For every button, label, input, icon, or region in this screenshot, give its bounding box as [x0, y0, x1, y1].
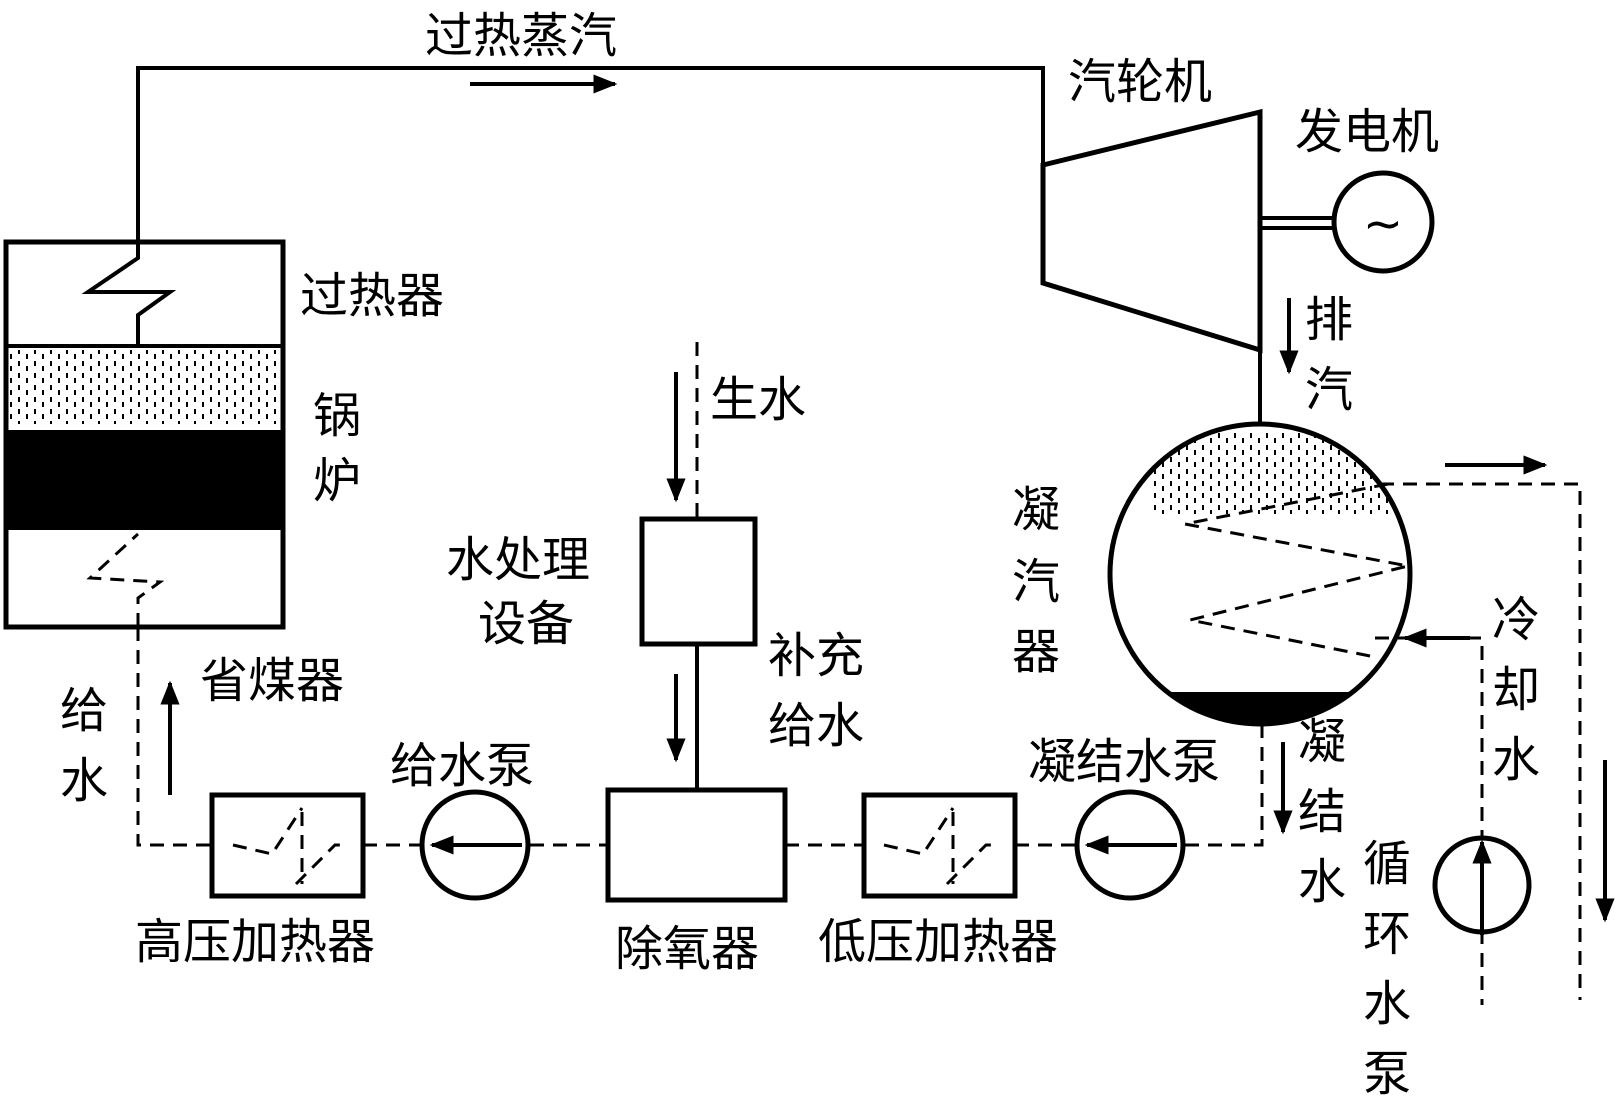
label-economizer: 省煤器: [200, 653, 344, 709]
label-circ-pump-3: 水: [1363, 976, 1411, 1032]
label-makeup-1: 补充: [768, 628, 864, 684]
turbine: [1040, 108, 1263, 354]
label-turbine: 汽轮机: [1068, 54, 1212, 110]
label-condenser-2: 汽: [1012, 554, 1060, 610]
label-condensate-3: 水: [1298, 854, 1346, 910]
label-water-treatment-2: 设备: [478, 596, 574, 652]
label-condenser-1: 凝: [1012, 482, 1060, 538]
label-circ-pump-1: 循: [1363, 836, 1411, 892]
condensate-line: [1183, 724, 1264, 847]
feedwater-line-left: [136, 627, 212, 847]
label-exhaust-2: 汽: [1305, 362, 1353, 418]
economizer-coil: [86, 532, 165, 627]
label-condensate-2: 结: [1298, 784, 1346, 840]
furnace-flame-zone: [8, 350, 281, 424]
generator: [1331, 170, 1435, 274]
label-feed-water-pump: 给水泵: [390, 738, 534, 794]
label-cooling-3: 水: [1492, 732, 1540, 788]
label-generator: 发电机: [1295, 104, 1439, 160]
label-hp-heater: 高压加热器: [135, 914, 375, 970]
condenser-tube-coil: [1184, 482, 1409, 659]
furnace-black-zone: [6, 430, 283, 530]
label-feedwater-2: 水: [60, 753, 108, 809]
label-condensate-pump: 凝结水泵: [1028, 734, 1220, 790]
label-condenser-3: 器: [1012, 624, 1060, 680]
label-boiler-1: 锅: [313, 388, 361, 444]
label-superheater: 过热器: [300, 268, 444, 324]
label-makeup-2: 给水: [768, 698, 864, 754]
label-raw-water: 生水: [710, 372, 806, 428]
water-treatment-equipment: [639, 516, 758, 647]
label-feedwater-1: 给: [60, 683, 108, 739]
label-lp-heater: 低压加热器: [818, 914, 1058, 970]
label-superheated-steam: 过热蒸汽: [425, 8, 617, 64]
label-cooling-2: 却: [1492, 662, 1540, 718]
superheater-coil: [81, 242, 177, 346]
label-condensate-1: 凝: [1298, 714, 1346, 770]
label-exhaust-1: 排: [1305, 292, 1353, 348]
generator-symbol: ~: [1363, 196, 1403, 252]
superheated-steam-line: [136, 66, 1045, 242]
boiler: [3, 239, 286, 630]
label-boiler-2: 炉: [313, 453, 361, 509]
label-water-treatment-1: 水处理: [446, 532, 590, 588]
label-cooling-1: 冷: [1492, 592, 1540, 648]
label-circ-pump-2: 环: [1363, 906, 1411, 962]
cooling-water-in-line: [1375, 636, 1484, 838]
label-circ-pump-4: 泵: [1363, 1046, 1411, 1102]
label-deaerator: 除氧器: [615, 921, 759, 977]
condenser: [1107, 421, 1413, 727]
deaerator: [605, 787, 788, 903]
